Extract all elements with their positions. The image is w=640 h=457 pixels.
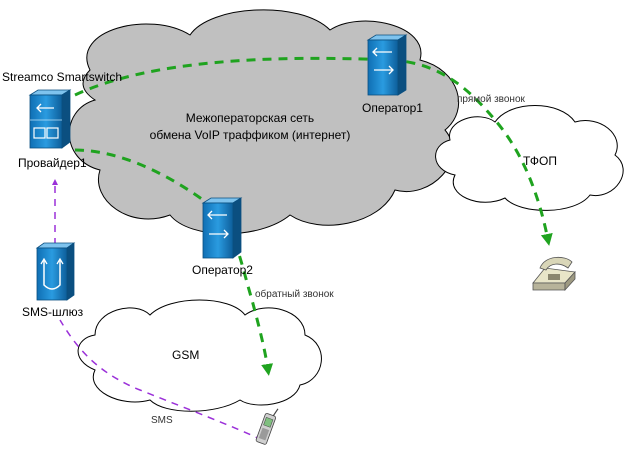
direct-call-label: прямой звонок: [457, 94, 525, 105]
router-icon: [366, 34, 408, 96]
operator2-label: Оператор2: [192, 263, 253, 277]
switch-icon: [28, 89, 72, 149]
gateway-icon: [35, 242, 76, 301]
switch-name-label: Streamco Smartswitch: [2, 70, 123, 84]
router-icon: [201, 197, 243, 259]
gsm-label: GSM: [172, 348, 200, 362]
mobile-phone-icon: [255, 408, 279, 445]
pstn-label: ТФОП: [523, 154, 558, 168]
sms-label: SMS: [151, 415, 173, 426]
sms-path: [59, 319, 263, 441]
network-title-line1: Межоператорская сеть: [185, 111, 315, 125]
network-title-line2: обмена VoIP траффиком (интернет): [149, 128, 351, 142]
desk-phone-icon: [532, 256, 576, 292]
gsm-cloud: [77, 299, 322, 412]
provider-label: Провайдер1: [18, 156, 87, 170]
callback-label: обратный звонок: [255, 289, 334, 300]
operator1-label: Оператор1: [362, 101, 423, 115]
sms-gateway-label: SMS-шлюз: [22, 305, 84, 319]
direct-call-path: [74, 56, 553, 246]
pstn-cloud: [435, 105, 624, 211]
